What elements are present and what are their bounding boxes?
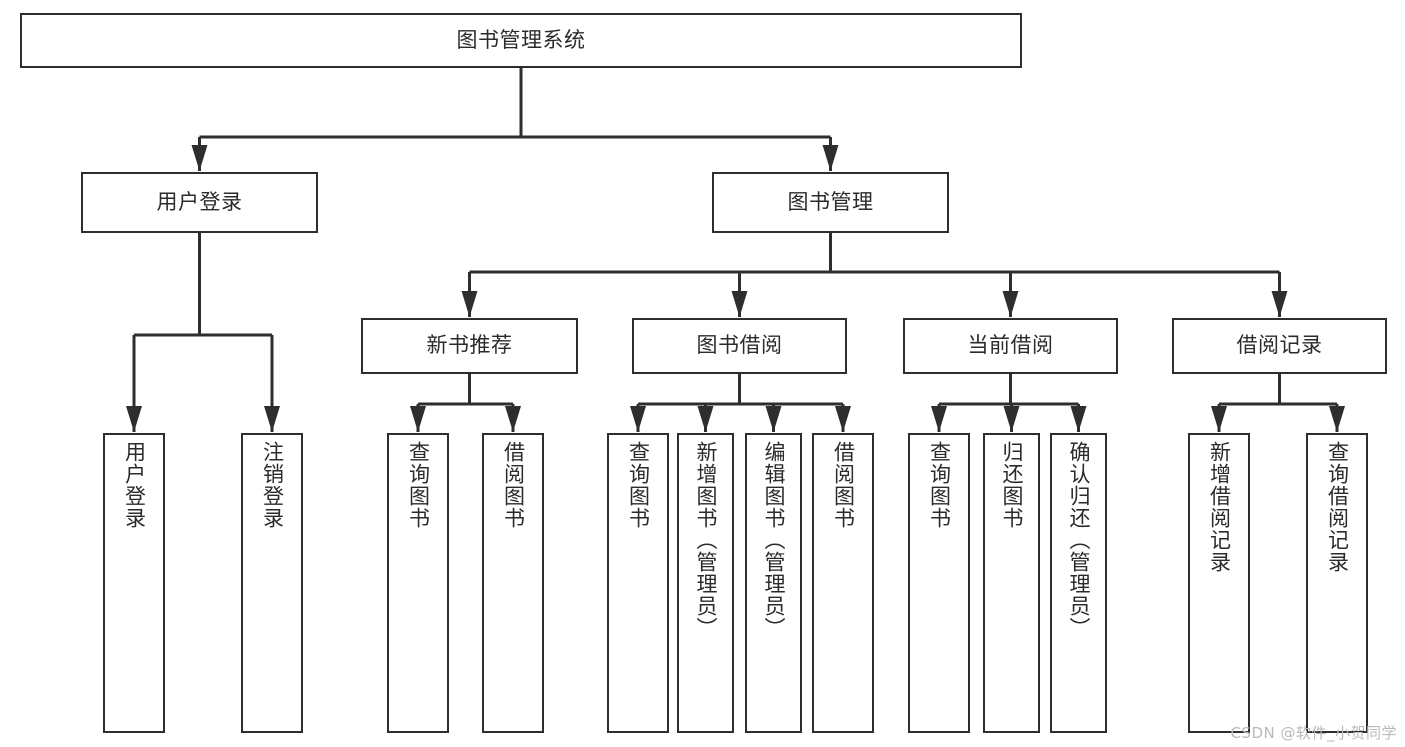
node-label: 归还图书 (999, 441, 1024, 529)
node-leaf_8[interactable]: 查询图书 (908, 433, 970, 733)
node-l2_0[interactable]: 新书推荐 (361, 318, 578, 374)
node-label: 图书管理系统 (456, 27, 586, 52)
node-label: 借阅记录 (1236, 333, 1323, 358)
node-leaf_12[interactable]: 查询借阅记录 (1306, 433, 1368, 733)
connector-arrowhead (1070, 406, 1087, 432)
node-label: 确认归还（管理员） (1066, 441, 1091, 639)
connector-arrowhead (630, 406, 646, 432)
connector-arrowhead (264, 406, 280, 432)
node-root[interactable]: 图书管理系统 (20, 13, 1022, 68)
node-label: 新书推荐 (426, 333, 513, 358)
node-label: 编辑图书（管理员） (761, 441, 786, 639)
connector-arrowhead (835, 406, 851, 432)
node-label: 查询图书 (406, 441, 431, 529)
node-label: 查询借阅记录 (1325, 441, 1350, 573)
node-leaf_11[interactable]: 新增借阅记录 (1188, 433, 1250, 733)
node-label: 当前借阅 (967, 333, 1054, 358)
node-leaf_10[interactable]: 确认归还（管理员） (1050, 433, 1107, 733)
node-leaf_5[interactable]: 新增图书（管理员） (677, 433, 734, 733)
connector-arrowhead (931, 406, 947, 432)
connector-arrowhead (697, 406, 714, 432)
connector-arrowhead (126, 406, 142, 432)
node-l2_3[interactable]: 借阅记录 (1172, 318, 1387, 374)
node-leaf_7[interactable]: 借阅图书 (812, 433, 874, 733)
connector-arrowhead (505, 406, 521, 432)
node-leaf_6[interactable]: 编辑图书（管理员） (745, 433, 802, 733)
node-label: 图书借阅 (696, 333, 783, 358)
connector-arrowhead (191, 145, 208, 171)
connector-arrowhead (822, 145, 839, 171)
node-leaf_9[interactable]: 归还图书 (983, 433, 1040, 733)
node-leaf_1[interactable]: 注销登录 (241, 433, 303, 733)
node-label: 借阅图书 (831, 441, 856, 529)
node-label: 借阅图书 (501, 441, 526, 529)
node-l2_1[interactable]: 图书借阅 (632, 318, 847, 374)
node-leaf_4[interactable]: 查询图书 (607, 433, 669, 733)
node-l2_2[interactable]: 当前借阅 (903, 318, 1118, 374)
connector-arrowhead (731, 291, 748, 317)
node-label: 新增借阅记录 (1207, 441, 1232, 573)
node-label: 注销登录 (260, 441, 285, 529)
connector-arrowhead (1003, 406, 1020, 432)
node-label: 查询图书 (626, 441, 651, 529)
node-leaf_3[interactable]: 借阅图书 (482, 433, 544, 733)
connector-arrowhead (1002, 291, 1019, 317)
node-label: 新增图书（管理员） (693, 441, 718, 639)
node-label: 用户登录 (156, 189, 243, 214)
connector-arrowhead (1271, 291, 1288, 317)
connector-arrowhead (461, 291, 478, 317)
node-label: 查询图书 (927, 441, 952, 529)
connector-arrowhead (1211, 406, 1227, 432)
node-leaf_0[interactable]: 用户登录 (103, 433, 165, 733)
node-l1_1[interactable]: 图书管理 (712, 172, 949, 233)
node-label: 图书管理 (787, 189, 874, 214)
connector-arrowhead (410, 406, 426, 432)
node-leaf_2[interactable]: 查询图书 (387, 433, 449, 733)
node-l1_0[interactable]: 用户登录 (81, 172, 318, 233)
node-label: 用户登录 (122, 441, 147, 529)
connector-arrowhead (1329, 406, 1345, 432)
connector-arrowhead (765, 406, 782, 432)
